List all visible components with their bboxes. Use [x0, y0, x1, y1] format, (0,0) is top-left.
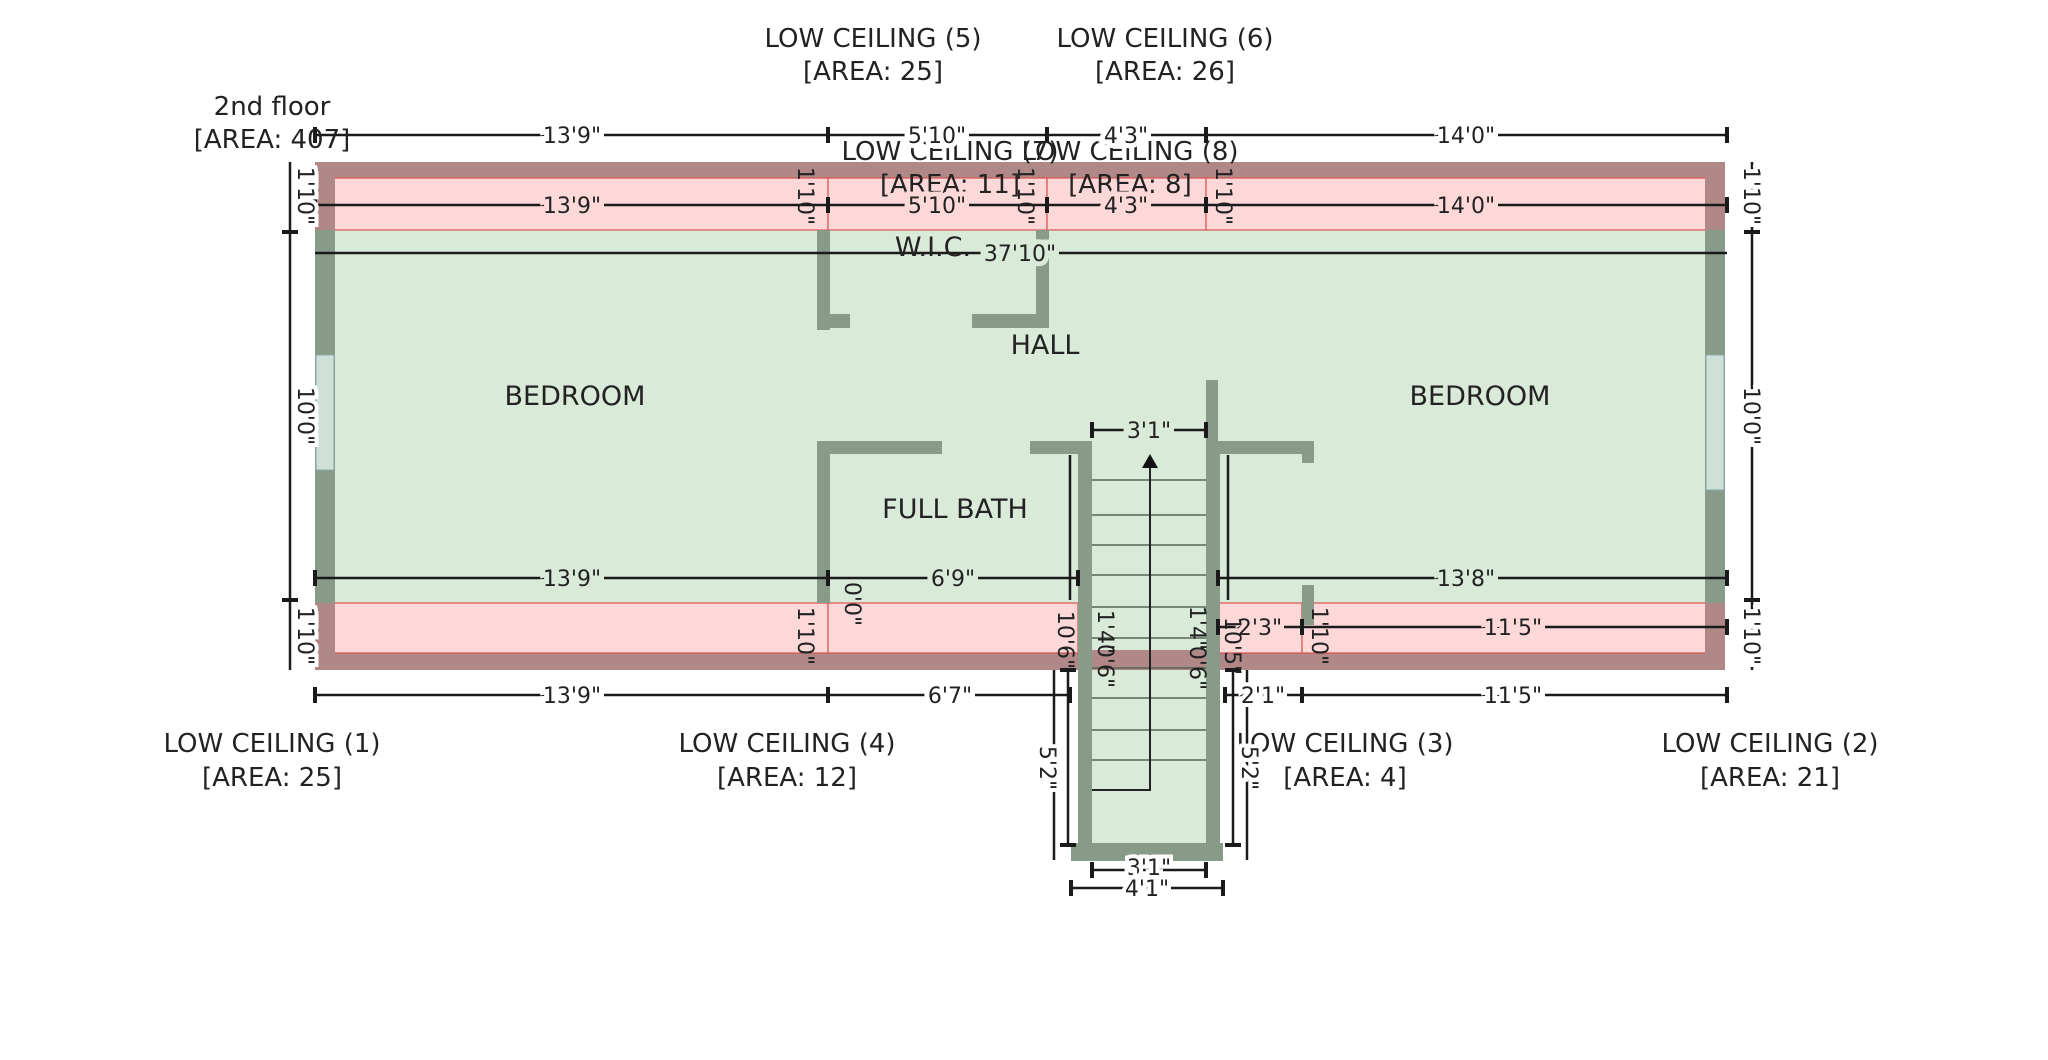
low-ceiling-2-area: [AREA: 21]: [1700, 763, 1840, 793]
dim-interior-closet: 1'10": [1306, 607, 1331, 665]
low-ceiling-6-name: LOW CEILING (6): [1056, 24, 1273, 54]
window-left: [315, 354, 335, 471]
dim-bottom-1: 13'9": [543, 684, 601, 709]
dim-bottom-2: 6'7": [928, 684, 972, 709]
wall-wic-bottom-right: [972, 314, 1049, 328]
dim-stair-side-right: 5'2": [1236, 746, 1261, 790]
room-label-full-bath: FULL BATH: [882, 494, 1028, 525]
dim-mid-2: 6'9": [931, 567, 975, 592]
dim-right-bottom: 1'10": [1738, 607, 1763, 665]
room-label-wic: W.I.C.: [895, 232, 971, 263]
low-ceiling-3-name: LOW CEILING (3): [1236, 729, 1453, 759]
low-ceiling-8-area: [AREA: 8]: [1068, 170, 1191, 200]
low-ceiling-2-name: LOW CEILING (2): [1661, 729, 1878, 759]
arrow-up-icon: [1142, 454, 1158, 468]
dim-stair-inner-left-3: 0'6": [1092, 644, 1117, 688]
dim-top-outer-2: 5'10": [908, 124, 966, 149]
dim-zero: 0'0": [839, 582, 864, 626]
dim-right-mid: 10'0": [1738, 387, 1763, 445]
low-ceiling-7-area: [AREA: 11]: [880, 170, 1020, 200]
dim-lower-1: 2'3": [1238, 616, 1282, 641]
low-ceiling-4: [827, 602, 1079, 654]
wall-bath-left: [817, 441, 830, 603]
dim-interior-wic-right: 1'10": [1012, 167, 1037, 225]
dim-stair-side-left: 5'2": [1034, 746, 1059, 790]
dim-stair-inner-left-2: 1'4": [1092, 610, 1117, 654]
low-ceiling-1-name: LOW CEILING (1): [163, 729, 380, 759]
low-ceiling-3-area: [AREA: 4]: [1283, 763, 1406, 793]
walls: [315, 230, 1725, 861]
dim-mid-3: 13'8": [1437, 567, 1495, 592]
dim-bottom-3: 2'1": [1241, 684, 1285, 709]
dim-top-inner-4: 14'0": [1437, 194, 1495, 219]
window-right: [1705, 354, 1725, 491]
dim-top-inner-2: 5'10": [908, 194, 966, 219]
dim-top-outer-3: 4'3": [1104, 124, 1148, 149]
low-ceiling-8-name: LOW CEILING (8): [1021, 137, 1238, 167]
wall-bath-top-right: [1030, 441, 1085, 454]
wall-stair-left: [1078, 441, 1092, 861]
wall-closet-top: [1206, 441, 1314, 454]
dim-right-top: 1'10": [1738, 167, 1763, 225]
stair-direction-arrow: [1092, 460, 1151, 791]
low-ceiling-7-name: LOW CEILING (7): [841, 137, 1058, 167]
dim-left-top: 1'10": [292, 167, 317, 225]
wall-wic-left: [817, 230, 830, 330]
dim-overall-width: 37'10": [984, 242, 1056, 267]
wall-bath-top-left: [817, 441, 942, 454]
dim-lower-2: 11'5": [1484, 616, 1542, 641]
labels: 2nd floor [AREA: 407] BEDROOM BEDROOM HA…: [163, 24, 1878, 906]
wall-wic-bottom-left: [817, 314, 850, 328]
wall-closet-right-lower: [1302, 585, 1314, 625]
low-ceiling-5-area: [AREA: 25]: [803, 57, 943, 87]
dim-stair-bottom-inner: 3'1": [1127, 856, 1171, 881]
low-ceiling-4-area: [AREA: 12]: [717, 763, 857, 793]
low-ceiling-bottom-outer: [315, 650, 1725, 670]
dim-stair-inner-left-1: 10'6": [1052, 611, 1077, 669]
low-ceiling-5-name: LOW CEILING (5): [764, 24, 981, 54]
low-ceiling-1-area: [AREA: 25]: [202, 763, 342, 793]
stair-floor: [1078, 440, 1210, 845]
low-ceiling-1: [332, 602, 829, 654]
wall-stair-bottom: [1071, 843, 1223, 861]
room-label-hall: HALL: [1011, 330, 1080, 361]
dim-stair-top: 3'1": [1127, 419, 1171, 444]
room-label-bedroom-left: BEDROOM: [505, 381, 646, 412]
room-label-bedroom-right: BEDROOM: [1410, 381, 1551, 412]
dimension-lines: [282, 127, 1760, 896]
dim-left-bottom: 1'10": [292, 607, 317, 665]
dim-top-inner-1: 13'9": [543, 194, 601, 219]
staircase: [1092, 454, 1206, 791]
wall-stair-right: [1206, 441, 1220, 861]
interior-floor: [315, 162, 1725, 670]
dim-interior-hall-right: 1'10": [1210, 167, 1235, 225]
dim-mid-1: 13'9": [543, 567, 601, 592]
floor-name: 2nd floor: [214, 92, 331, 122]
low-ceiling-6-area: [AREA: 26]: [1095, 57, 1235, 87]
dim-stair-bottom-outer: 4'1": [1125, 877, 1169, 902]
dim-top-inner-3: 4'3": [1104, 194, 1148, 219]
dim-interior-wic-left: 1'10": [792, 167, 817, 225]
dim-left-mid: 10'0": [292, 387, 317, 445]
dim-stair-inner-right-2: 0'6": [1184, 646, 1209, 690]
dim-stair-inner-right-1: 1'4": [1184, 606, 1209, 650]
wall-hall-right-upper: [1206, 380, 1218, 450]
dim-top-outer-1: 13'9": [543, 124, 601, 149]
floor-area: [AREA: 407]: [194, 125, 351, 155]
low-ceiling-4-name: LOW CEILING (4): [678, 729, 895, 759]
dim-bottom-4: 11'5": [1484, 684, 1542, 709]
wall-closet-right: [1302, 441, 1314, 463]
dim-top-outer-4: 14'0": [1437, 124, 1495, 149]
dim-stair-inner-right-3: 10'5": [1219, 617, 1244, 675]
dim-interior-bath-left: 1'10": [792, 607, 817, 665]
